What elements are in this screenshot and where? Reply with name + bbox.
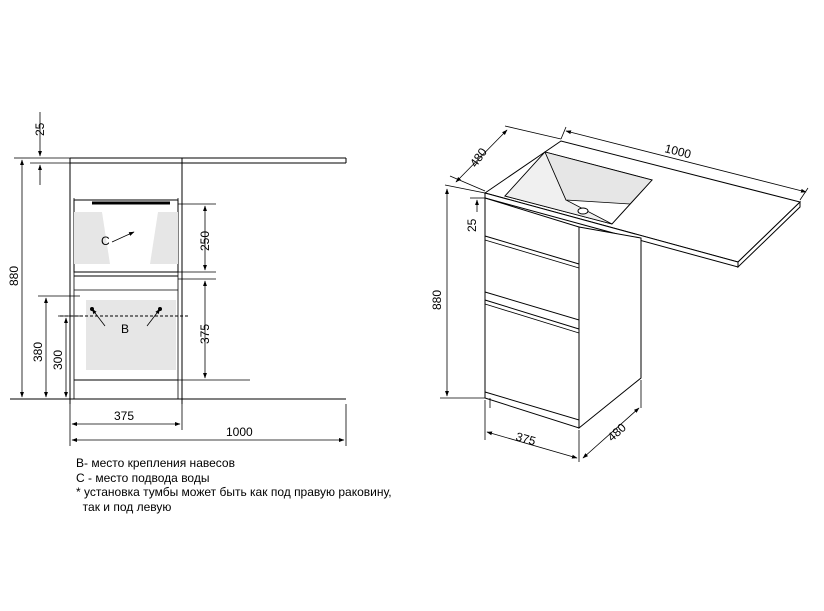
water-area-right: [150, 212, 178, 264]
note-water: C - место подвода воды: [76, 470, 210, 485]
note-install-cont: так и под левую: [76, 499, 172, 514]
dim-iso-480-bottom: 480: [605, 420, 629, 444]
front-view: B C 25 880 250 375 380 300: [7, 112, 347, 446]
dim-iso-480-top: 480: [467, 145, 490, 170]
lower-drawer-panel: [86, 300, 176, 370]
dim-front-380: 380: [31, 342, 45, 362]
dim-front-375-horizontal: 375: [114, 409, 134, 423]
hinge-label: B: [121, 322, 129, 336]
dim-front-25: 25: [33, 122, 47, 136]
dim-iso-1000: 1000: [663, 141, 693, 161]
legend-notes: B- место крепления навесов C - место под…: [76, 456, 392, 514]
note-install: * установка тумбы может быть как под пра…: [76, 485, 392, 499]
note-hinge: B- место крепления навесов: [76, 456, 235, 470]
dim-front-250: 250: [198, 231, 212, 251]
iso-view: 480 1000 25 880 375 480: [430, 125, 809, 462]
dim-iso-25: 25: [465, 218, 479, 232]
dim-front-300: 300: [51, 350, 65, 370]
water-label: C: [101, 234, 110, 248]
dim-front-375-vertical: 375: [198, 324, 212, 344]
water-area-left: [74, 212, 110, 264]
dim-front-880: 880: [7, 266, 21, 286]
dim-iso-880: 880: [430, 290, 444, 310]
dim-front-1000: 1000: [226, 425, 253, 439]
drain-icon: [577, 207, 589, 215]
cabinet-side: [578, 226, 642, 430]
cabinet-front: [484, 197, 580, 429]
dim-iso-375: 375: [514, 429, 537, 448]
